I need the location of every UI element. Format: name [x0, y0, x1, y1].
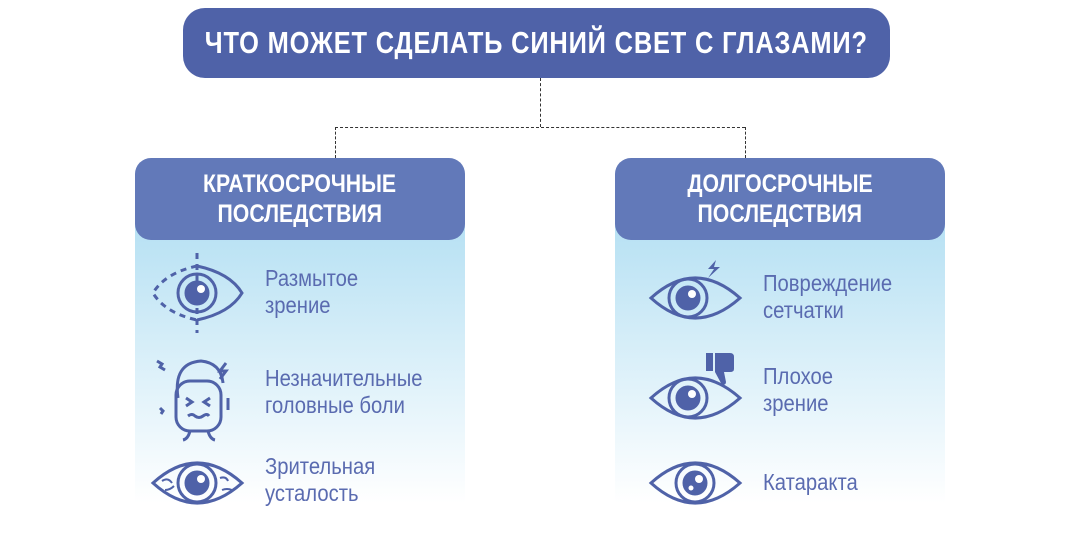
item-text: Незначительные	[265, 365, 423, 391]
item-text: Плохое	[763, 363, 834, 389]
main-title-text: ЧТО МОЖЕТ СДЕЛАТЬ СИНИЙ СВЕТ С ГЛАЗАМИ?	[204, 25, 869, 60]
item-text: зрение	[265, 292, 331, 318]
item-text: головные боли	[265, 392, 405, 418]
item-text: Размытое	[265, 265, 359, 291]
heading-line: КРАТКОСРОЧНЫЕ	[203, 170, 397, 198]
item-text: сетчатки	[763, 297, 844, 323]
cataract-eye-icon	[648, 461, 743, 505]
list-item: Катаракта	[615, 453, 945, 533]
damaged-eye-icon	[648, 260, 743, 320]
item-text: усталость	[265, 480, 359, 506]
item-text: зрение	[763, 390, 829, 416]
main-title: ЧТО МОЖЕТ СДЕЛАТЬ СИНИЙ СВЕТ С ГЛАЗАМИ?	[183, 8, 890, 78]
strained-eye-icon	[150, 461, 245, 505]
thumbs-down-eye-icon	[648, 353, 743, 420]
long-term-heading: ДОЛГОСРОЧНЫЕ ПОСЛЕДСТВИЯ	[615, 158, 945, 240]
heading-line: ПОСЛЕДСТВИЯ	[217, 200, 383, 228]
connector-line	[335, 127, 336, 158]
heading-line: ДОЛГОСРОЧНЫЕ	[687, 170, 873, 198]
heading-line: ПОСЛЕДСТВИЯ	[697, 200, 863, 228]
short-term-heading: КРАТКОСРОЧНЫЕ ПОСЛЕДСТВИЯ	[135, 158, 465, 240]
item-text: Повреждение	[763, 270, 893, 296]
connector-line	[540, 78, 541, 127]
connector-line	[745, 127, 746, 158]
connector-line	[335, 127, 745, 128]
item-text: Зрительная	[265, 453, 376, 479]
item-text: Катаракта	[763, 469, 858, 495]
headache-face-icon	[156, 359, 230, 442]
blurred-eye-icon	[151, 253, 244, 333]
